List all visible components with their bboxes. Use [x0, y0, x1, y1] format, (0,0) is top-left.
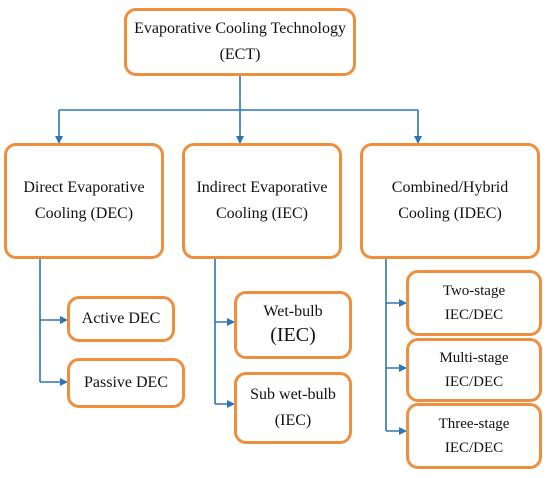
multi-stage-line1: Multi-stage: [439, 350, 509, 366]
category-dec-line1: Direct Evaporative: [23, 179, 145, 197]
root-node: Evaporative Cooling Technology (ECT): [124, 8, 356, 76]
sub-wet-bulb-line2: (IEC): [274, 412, 312, 429]
two-stage-line2: IEC/DEC: [444, 307, 504, 323]
three-stage-node: Three-stage IEC/DEC: [406, 403, 542, 469]
passive-dec-label: Passive DEC: [84, 374, 168, 392]
wet-bulb-line2: (IEC): [270, 324, 316, 347]
category-iec-node: Indirect Evaporative Cooling (IEC): [182, 143, 342, 259]
root-line1: Evaporative Cooling Technology: [134, 20, 346, 38]
passive-dec-node: Passive DEC: [67, 358, 185, 408]
two-stage-node: Two-stage IEC/DEC: [406, 270, 542, 336]
sub-wet-bulb-line1: Sub wet-bulb: [250, 386, 336, 404]
category-dec-node: Direct Evaporative Cooling (DEC): [4, 143, 164, 259]
three-stage-line1: Three-stage: [438, 416, 510, 432]
category-idec-node: Combined/Hybrid Cooling (IDEC): [360, 143, 540, 259]
wet-bulb-line1: Wet-bulb: [263, 302, 323, 320]
category-idec-line2: Cooling (IDEC): [398, 205, 502, 222]
sub-wet-bulb-node: Sub wet-bulb (IEC): [234, 372, 352, 444]
category-dec-line2: Cooling (DEC): [34, 205, 134, 222]
multi-stage-node: Multi-stage IEC/DEC: [406, 338, 542, 402]
multi-stage-line2: IEC/DEC: [444, 374, 504, 390]
category-idec-line1: Combined/Hybrid: [391, 179, 509, 197]
root-line2: (ECT): [219, 46, 261, 63]
active-dec-label: Active DEC: [81, 310, 161, 328]
active-dec-node: Active DEC: [67, 296, 175, 342]
category-iec-line2: Cooling (IEC): [216, 205, 308, 222]
category-iec-line1: Indirect Evaporative: [196, 179, 328, 197]
three-stage-line2: IEC/DEC: [444, 440, 504, 456]
wet-bulb-node: Wet-bulb (IEC): [234, 291, 352, 359]
two-stage-line1: Two-stage: [442, 283, 506, 299]
